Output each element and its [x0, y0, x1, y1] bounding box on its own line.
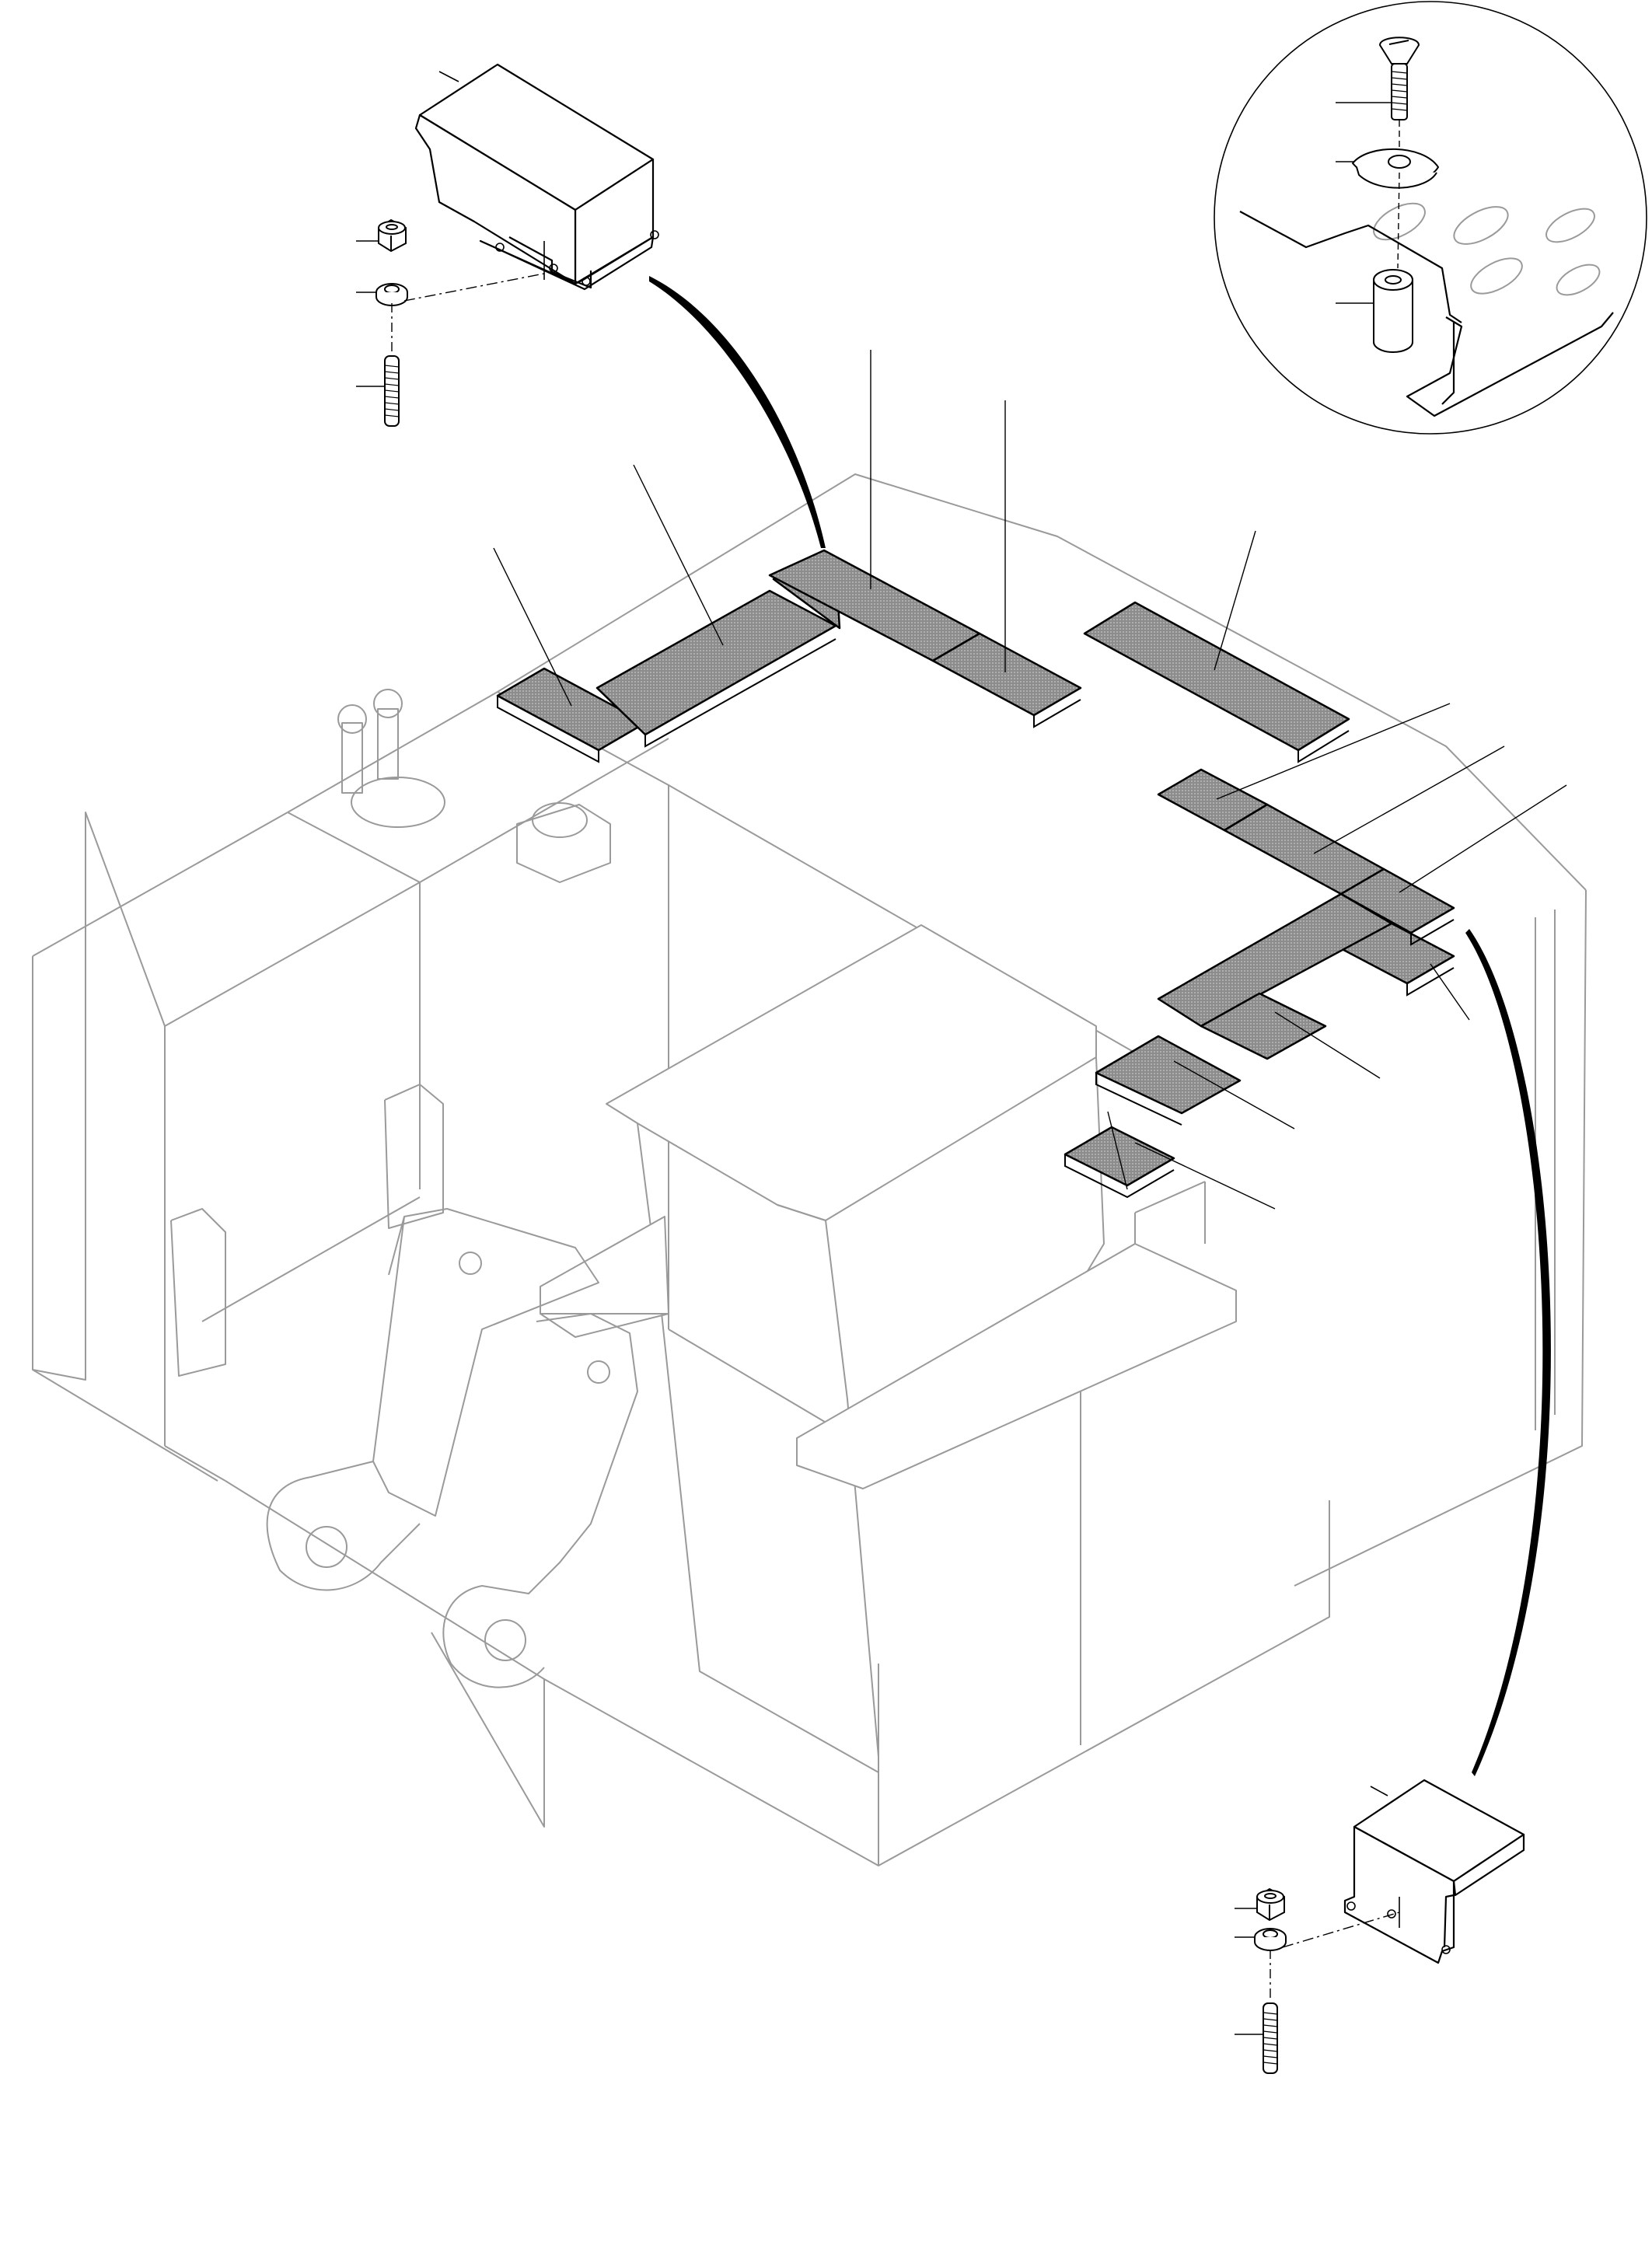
- frame-left-tower: [32, 812, 166, 1381]
- mat-right-long: [1083, 601, 1350, 752]
- spacer-sleeve-icon: [1373, 269, 1413, 353]
- cover-top-left: [414, 63, 655, 291]
- arrow-bottom-right: [1465, 929, 1551, 1776]
- hex-nut-icon: [378, 218, 407, 253]
- frame-top-deck: [287, 473, 1587, 891]
- detail-callout: [1214, 1, 1647, 435]
- fasteners-bottom-right: [1254, 1887, 1287, 2074]
- mat-side-g: [1095, 1035, 1242, 1115]
- countersunk-screw-icon: [1378, 37, 1420, 120]
- fasteners-top-left: [375, 218, 408, 427]
- machine-frame: [32, 473, 1587, 1866]
- mat-side-c: [1339, 868, 1455, 934]
- leader-lines: [493, 350, 1567, 1210]
- grating-mats: [496, 549, 1455, 1187]
- detail-arrows: [649, 276, 1551, 1776]
- frame-base: [225, 1480, 545, 1828]
- mat-rear-e: [931, 632, 1082, 717]
- mat-rear-b: [595, 589, 837, 736]
- lift-arm-left: [266, 1208, 599, 1591]
- washer-icon: [375, 283, 408, 306]
- detail-circle: [1214, 1, 1647, 435]
- mat-side-b: [1223, 803, 1385, 896]
- stud-bolt-icon: [1263, 2002, 1278, 2074]
- frame-mast-collar: [796, 1243, 1237, 1489]
- washer-icon: [1254, 1928, 1287, 1951]
- arrow-top-left: [649, 276, 826, 548]
- frame-right-wall: [1294, 889, 1587, 1587]
- frame-central-mast: [606, 924, 1097, 1221]
- cup-washer-icon: [1351, 148, 1440, 189]
- frame-front-shelf: [540, 1216, 669, 1338]
- mat-side-e: [1157, 892, 1393, 1028]
- cover-bottom-right: [1343, 1779, 1525, 1964]
- lift-arm-right: [442, 1313, 638, 1688]
- hex-nut-icon: [1256, 1887, 1285, 1922]
- stud-bolt-icon: [384, 355, 400, 427]
- mat-side-f: [1200, 992, 1327, 1060]
